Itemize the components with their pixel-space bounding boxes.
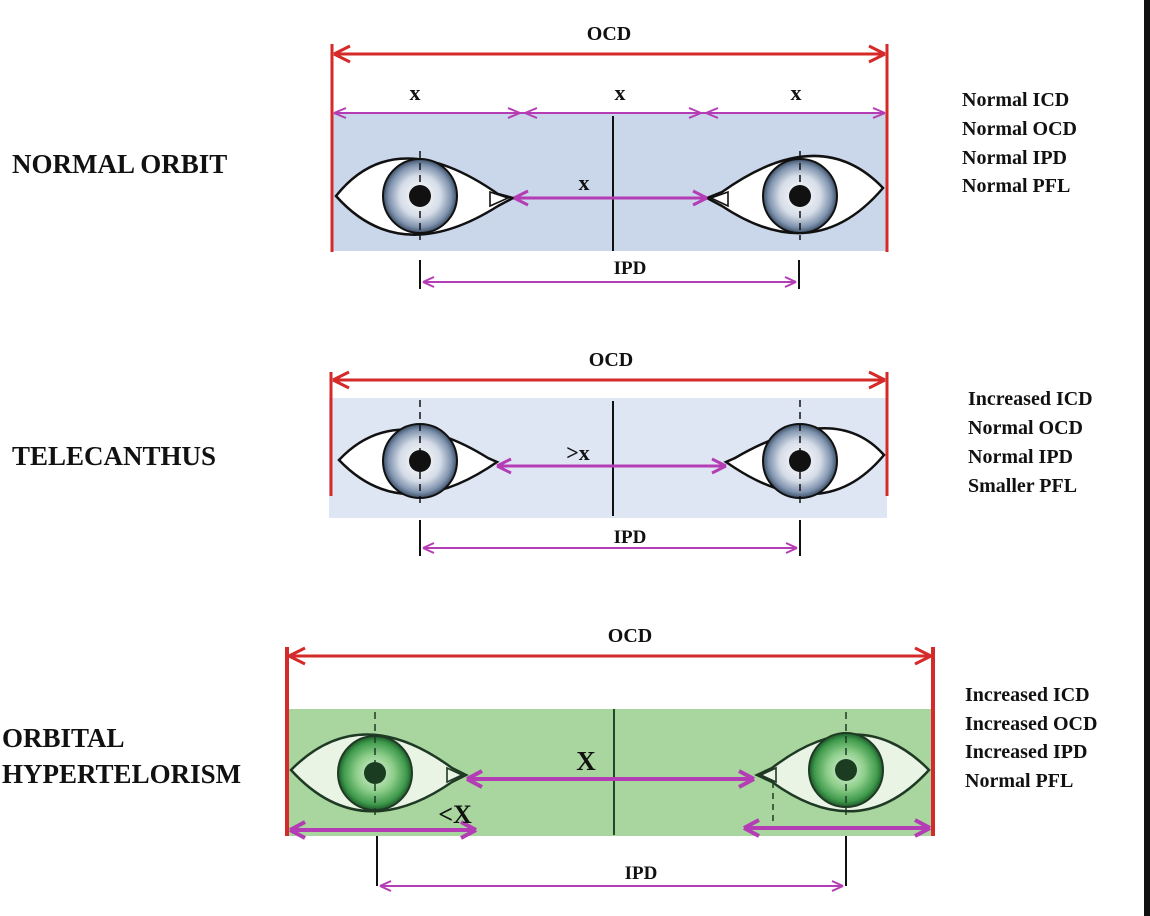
hypertelorism-icd-arrowheads (466, 769, 755, 789)
telecanthus-ipd-arrowheads (422, 542, 798, 554)
telecanthus-left-eye (337, 400, 500, 505)
normal-ocd-arrowhead-left (333, 44, 351, 64)
telecanthus-ocd-label: OCD (589, 349, 633, 371)
normal-orbit-title: NORMAL ORBIT (12, 149, 228, 179)
telecanthus-title: TELECANTHUS (12, 441, 217, 471)
hypertelorism-pfl-right-arrowheads (743, 818, 931, 838)
hypertelorism-ocd-arrowheads (288, 646, 932, 666)
hypertelorism-title-line2: HYPERTELORISM (2, 759, 242, 789)
normal-fact-pfl: Normal PFL (962, 175, 1071, 197)
hypertelorism-ipd-label: IPD (625, 863, 658, 884)
normal-panel: OCD x x x x IPD (330, 23, 889, 289)
telecanthus-ipd-label: IPD (614, 527, 647, 548)
telecanthus-fact-icd: Increased ICD (968, 388, 1093, 410)
hypertelorism-fact-icd: Increased ICD (965, 684, 1090, 706)
normal-left-eye (334, 151, 517, 240)
telecanthus-fact-ipd: Normal IPD (968, 446, 1073, 468)
telecanthus-fact-ocd: Normal OCD (968, 417, 1083, 439)
hypertelorism-pfl-label: <X (438, 800, 472, 829)
telecanthus-panel: OCD >x IPD (329, 349, 889, 556)
normal-segment-label-left: x (410, 80, 421, 105)
hypertelorism-icd-label: X (576, 746, 596, 776)
normal-segment-label-right: x (791, 80, 802, 105)
normal-right-eye (704, 151, 885, 240)
normal-fact-ipd: Normal IPD (962, 147, 1067, 169)
normal-ipd-arrowheads (422, 276, 797, 288)
normal-ocd-label: OCD (587, 23, 631, 45)
hypertelorism-fact-ocd: Increased OCD (965, 713, 1098, 735)
normal-fact-icd: Normal ICD (962, 89, 1070, 111)
hypertelorism-fact-pfl: Normal PFL (965, 770, 1074, 792)
normal-segment-ticks (333, 107, 886, 119)
hypertelorism-title-line1: ORBITAL (2, 723, 125, 753)
telecanthus-ocd-arrowheads (332, 370, 886, 390)
hypertelorism-left-eye (289, 712, 469, 820)
hypertelorism-ipd-arrowheads (379, 880, 844, 892)
normal-segment-label-middle: x (615, 80, 626, 105)
normal-icd-label: x (579, 170, 590, 195)
normal-fact-ocd: Normal OCD (962, 118, 1077, 140)
hypertelorism-fact-ipd: Increased IPD (965, 741, 1088, 763)
normal-icd-arrowheads (513, 189, 708, 207)
telecanthus-icd-arrowheads (496, 457, 727, 475)
telecanthus-right-eye (723, 400, 886, 505)
telecanthus-fact-pfl: Smaller PFL (968, 475, 1078, 497)
hypertelorism-right-eye (754, 712, 931, 825)
normal-ocd-arrowhead-right (868, 44, 886, 64)
normal-ipd-label: IPD (614, 258, 647, 279)
hypertelorism-panel: OCD X <X IPD (285, 625, 935, 892)
hypertelorism-pfl-left-arrowheads (289, 820, 477, 840)
hypertelorism-ocd-label: OCD (608, 625, 652, 647)
right-edge-border (1144, 0, 1150, 916)
telecanthus-icd-label: >x (566, 440, 590, 465)
